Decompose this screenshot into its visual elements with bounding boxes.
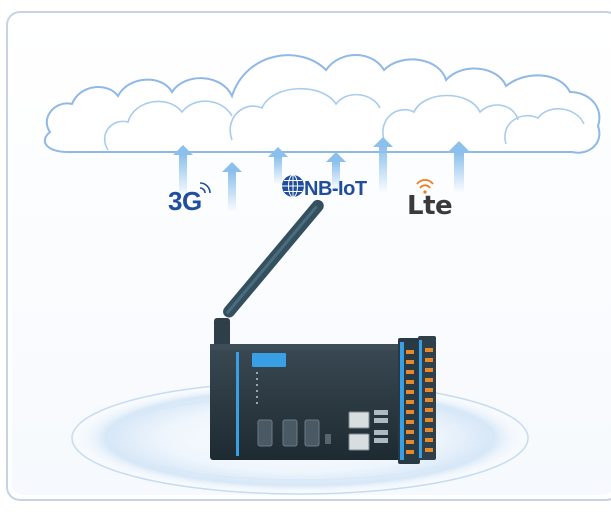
signal-wave-icon	[199, 182, 211, 194]
signal-wave-icon	[416, 179, 434, 194]
terminal-module	[398, 336, 436, 464]
antenna-icon	[214, 199, 324, 348]
3g-logo: 3G	[168, 186, 202, 216]
controller-device	[210, 344, 406, 460]
lte-logo: Lte	[407, 191, 453, 221]
nb-iot-logo: NB-IoT	[304, 178, 367, 200]
upload-arrow-icon	[173, 137, 471, 212]
cloud-outline-icon	[103, 87, 585, 151]
cloud-icon	[43, 54, 601, 154]
globe-icon	[282, 174, 304, 198]
